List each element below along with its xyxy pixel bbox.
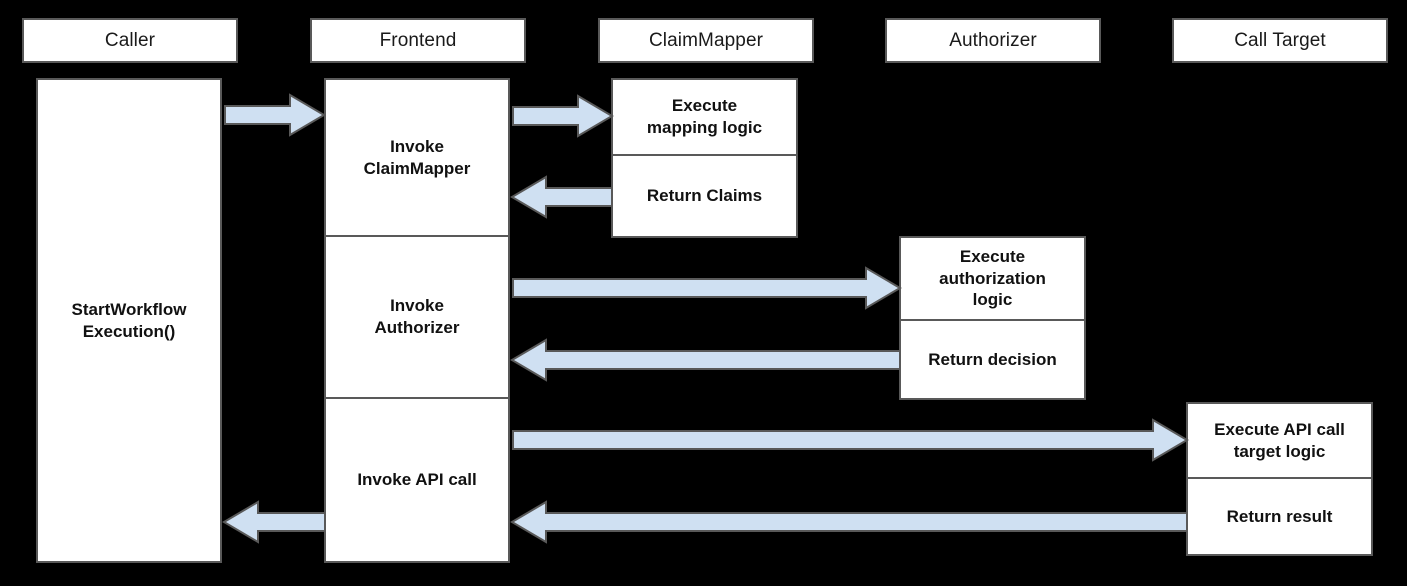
activation-caller-startworkflow[interactable]: StartWorkflow Execution() [36,78,222,563]
participant-header-calltarget[interactable]: Call Target [1172,18,1388,63]
activation-claimmapper-execute-mapping-logic[interactable]: Execute mapping logic [611,78,798,155]
message-arrow-frontend-to-caller[interactable] [222,500,326,544]
activation-caller-startworkflow-label: StartWorkflow Execution() [71,299,187,341]
activation-frontend-invoke-authorizer[interactable]: Invoke Authorizer [324,236,510,398]
participant-header-caller-label: Caller [104,29,156,51]
message-arrow-claimmapper-to-frontend[interactable] [510,175,613,219]
participant-header-claimmapper-label: ClaimMapper [648,29,764,51]
activation-frontend-invoke-claimmapper[interactable]: Invoke ClaimMapper [324,78,510,236]
participant-header-caller[interactable]: Caller [22,18,238,63]
activation-calltarget-execute-api-call-target-logic[interactable]: Execute API call target logic [1186,402,1373,478]
participant-header-authorizer-label: Authorizer [949,29,1037,51]
activation-authorizer-return-decision-label: Return decision [928,349,1057,369]
activation-calltarget-return-result-label: Return result [1226,506,1333,526]
activation-claimmapper-return-claims-label: Return Claims [646,186,763,206]
activation-authorizer-return-decision[interactable]: Return decision [899,320,1086,400]
message-arrow-calltarget-to-frontend[interactable] [510,500,1188,544]
activation-calltarget-return-result[interactable]: Return result [1186,478,1373,556]
activation-claimmapper-return-claims[interactable]: Return Claims [611,155,798,238]
activation-authorizer-execute-authorization-logic-label: Execute authorization logic [939,246,1046,310]
message-arrow-frontend-to-claimmapper[interactable] [512,94,614,138]
participant-header-authorizer[interactable]: Authorizer [885,18,1101,63]
activation-frontend-invoke-apicall[interactable]: Invoke API call [324,398,510,563]
message-arrow-frontend-to-calltarget[interactable] [512,418,1189,462]
activation-frontend-invoke-authorizer-label: Invoke Authorizer [374,296,460,337]
activation-frontend-invoke-claimmapper-label: Invoke ClaimMapper [363,136,471,178]
activation-calltarget-execute-api-call-target-logic-label: Execute API call target logic [1214,419,1345,461]
activation-frontend-invoke-apicall-label: Invoke API call [357,470,477,490]
participant-header-claimmapper[interactable]: ClaimMapper [598,18,814,63]
activation-authorizer-execute-authorization-logic[interactable]: Execute authorization logic [899,236,1086,320]
participant-header-frontend-label: Frontend [379,29,457,51]
participant-header-frontend[interactable]: Frontend [310,18,526,63]
participant-header-calltarget-label: Call Target [1234,29,1326,51]
message-arrow-authorizer-to-frontend[interactable] [510,338,901,382]
message-arrow-frontend-to-authorizer[interactable] [512,266,902,310]
activation-claimmapper-execute-mapping-logic-label: Execute mapping logic [646,96,763,137]
message-arrow-caller-to-frontend[interactable] [224,93,326,137]
